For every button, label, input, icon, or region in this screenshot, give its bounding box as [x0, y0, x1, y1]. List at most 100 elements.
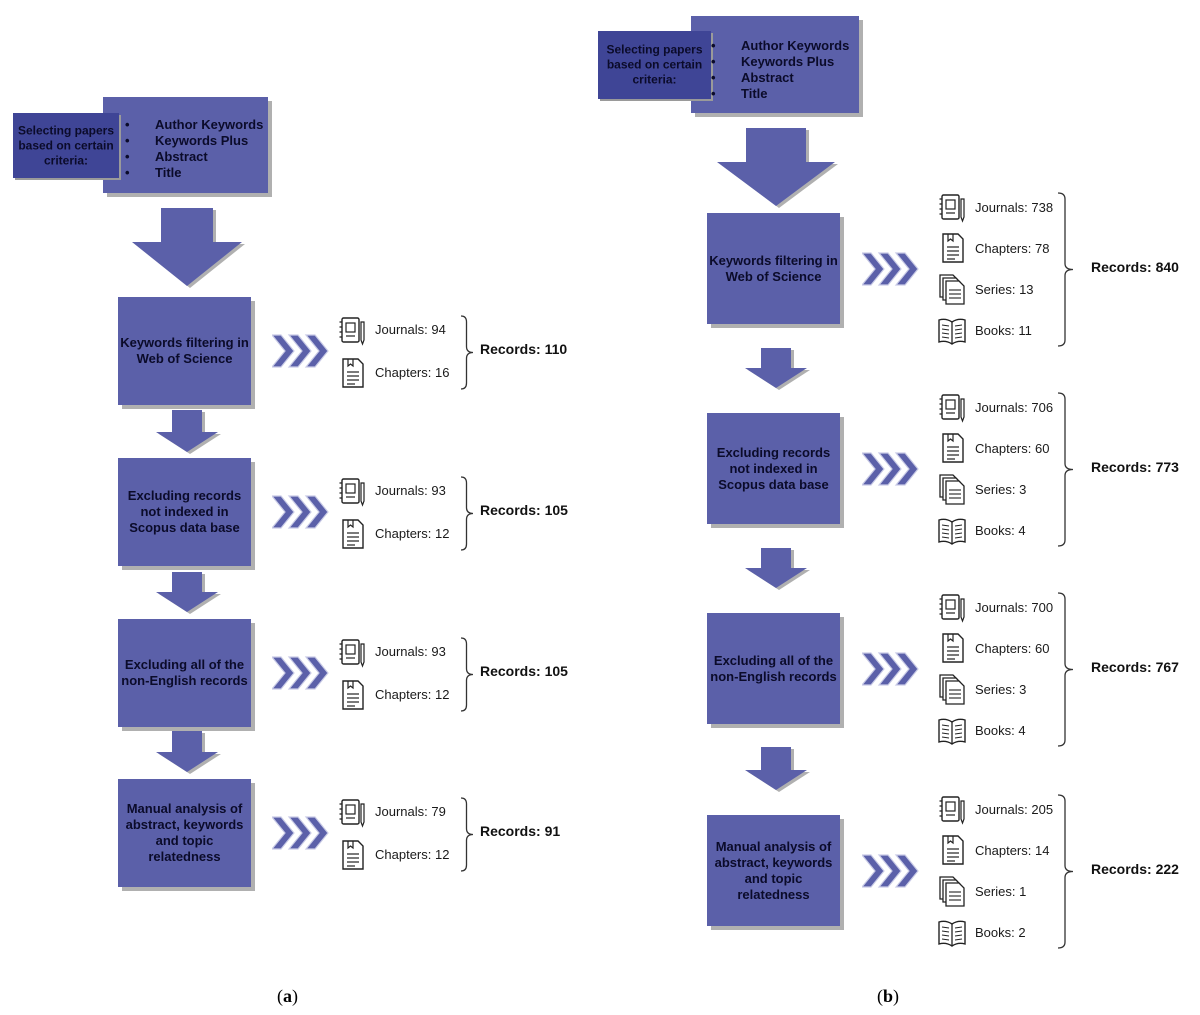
record-type-item: Chapters: 16	[338, 356, 449, 390]
caption-close: )	[893, 986, 900, 1006]
journal-icon	[939, 394, 965, 423]
journal-icon	[939, 796, 965, 825]
chevron-1	[862, 451, 885, 486]
step-label: Keywords filtering in Web of Science	[120, 335, 249, 366]
criteria-label: Selecting papers based on certain criter…	[17, 123, 115, 167]
record-type-count: Chapters: 12	[375, 687, 450, 702]
chevron-arrows	[272, 495, 329, 529]
down-arrow	[745, 747, 810, 792]
record-type-item: Journals: 738	[938, 190, 1053, 224]
down-arrow	[156, 410, 221, 454]
caption-letter: a	[283, 986, 292, 1006]
chevron-3	[304, 656, 329, 690]
criteria-item: Author Keywords	[711, 38, 849, 54]
record-type-count: Series: 1	[975, 883, 1027, 899]
step-box: Excluding records not indexed in Scopus …	[118, 458, 251, 566]
criteria-list: Author KeywordsKeywords PlusAbstractTitl…	[125, 117, 263, 181]
curly-brace	[1057, 794, 1074, 949]
chevron-arrows	[862, 251, 919, 286]
record-type-item: Chapters: 14	[938, 833, 1049, 867]
chevron-2	[877, 251, 902, 286]
record-type-count: Series: 13	[975, 281, 1034, 297]
records-total: Records: 767	[1091, 658, 1179, 675]
journal-icon	[339, 477, 365, 507]
chevron-3	[304, 816, 329, 850]
record-type-count: Journals: 706	[975, 399, 1054, 415]
criteria-item: Title	[711, 86, 849, 102]
record-type-item: Chapters: 12	[338, 517, 449, 551]
chapter-icon	[942, 433, 964, 463]
down-arrow	[745, 548, 810, 590]
record-type-count: Series: 3	[975, 681, 1027, 697]
step-label: Excluding records not indexed in Scopus …	[716, 444, 831, 492]
chevron-1	[272, 656, 295, 690]
journal-icon	[339, 316, 365, 346]
chevron-3	[304, 495, 329, 529]
chevron-1	[862, 853, 885, 888]
record-type-item: Chapters: 12	[338, 838, 449, 872]
step-box: Keywords filtering in Web of Science	[118, 297, 251, 405]
journal-icon	[339, 638, 365, 668]
caption-letter: b	[883, 986, 894, 1006]
step-label: Keywords filtering in Web of Science	[709, 252, 838, 284]
record-type-count: Chapters: 12	[375, 847, 450, 862]
step-label: Manual analysis of abstract, keywords an…	[125, 801, 244, 864]
chevron-3	[894, 853, 919, 888]
record-type-count: Chapters: 60	[975, 440, 1050, 456]
panel-caption: (b)	[877, 986, 899, 1007]
record-type-count: Journals: 700	[975, 599, 1054, 615]
records-total: Records: 840	[1091, 258, 1179, 275]
down-arrow-large	[717, 128, 838, 208]
chevron-arrows	[862, 651, 919, 686]
record-type-count: Books: 2	[975, 924, 1026, 940]
record-type-item: Series: 13	[938, 272, 1034, 306]
criteria-item: Abstract	[125, 149, 263, 165]
book-icon	[938, 920, 966, 947]
record-type-item: Journals: 93	[338, 474, 446, 508]
record-type-count: Journals: 94	[375, 322, 446, 337]
step-box: Excluding records not indexed in Scopus …	[707, 413, 840, 524]
criteria-item: Title	[125, 165, 263, 181]
record-type-count: Journals: 93	[375, 644, 446, 659]
curly-brace	[460, 796, 474, 872]
chapter-icon	[342, 679, 364, 710]
record-type-item: Books: 4	[938, 713, 1026, 747]
criteria-list: Author KeywordsKeywords PlusAbstractTitl…	[711, 38, 849, 102]
series-icon	[939, 876, 965, 907]
record-type-count: Series: 3	[975, 481, 1027, 497]
step-label: Excluding all of the non-English records	[710, 652, 837, 684]
record-type-count: Journals: 93	[375, 483, 446, 498]
chevron-1	[272, 334, 295, 368]
chapter-icon	[942, 633, 964, 663]
chevron-3	[304, 334, 329, 368]
curly-brace	[460, 314, 474, 390]
curly-brace	[1057, 392, 1074, 547]
chapter-icon	[342, 839, 364, 870]
records-total: Records: 105	[480, 502, 568, 518]
record-type-count: Journals: 205	[975, 801, 1054, 817]
record-type-item: Chapters: 60	[938, 631, 1049, 665]
curly-brace	[1057, 192, 1074, 347]
down-arrow	[156, 731, 221, 774]
chevron-1	[862, 651, 885, 686]
records-total: Records: 222	[1091, 860, 1179, 877]
record-type-count: Chapters: 12	[375, 526, 450, 541]
record-type-item: Books: 4	[938, 513, 1026, 547]
chevron-2	[287, 656, 312, 690]
record-type-count: Books: 4	[975, 522, 1026, 538]
criteria-label: Selecting papers based on certain criter…	[606, 42, 703, 87]
caption-open: (	[877, 986, 883, 1006]
records-total: Records: 91	[480, 823, 561, 839]
criteria-item: Abstract	[711, 70, 849, 86]
records-total: Records: 773	[1091, 458, 1179, 475]
chapter-icon	[342, 518, 364, 549]
down-arrow	[156, 572, 221, 614]
caption-close: )	[292, 986, 298, 1006]
curly-brace	[460, 636, 474, 712]
chevron-1	[862, 251, 885, 286]
record-type-item: Books: 2	[938, 915, 1026, 949]
record-type-item: Chapters: 12	[338, 678, 449, 712]
step-box: Excluding all of the non-English records	[118, 619, 251, 727]
down-arrow-large	[132, 208, 245, 288]
chapter-icon	[942, 233, 964, 263]
